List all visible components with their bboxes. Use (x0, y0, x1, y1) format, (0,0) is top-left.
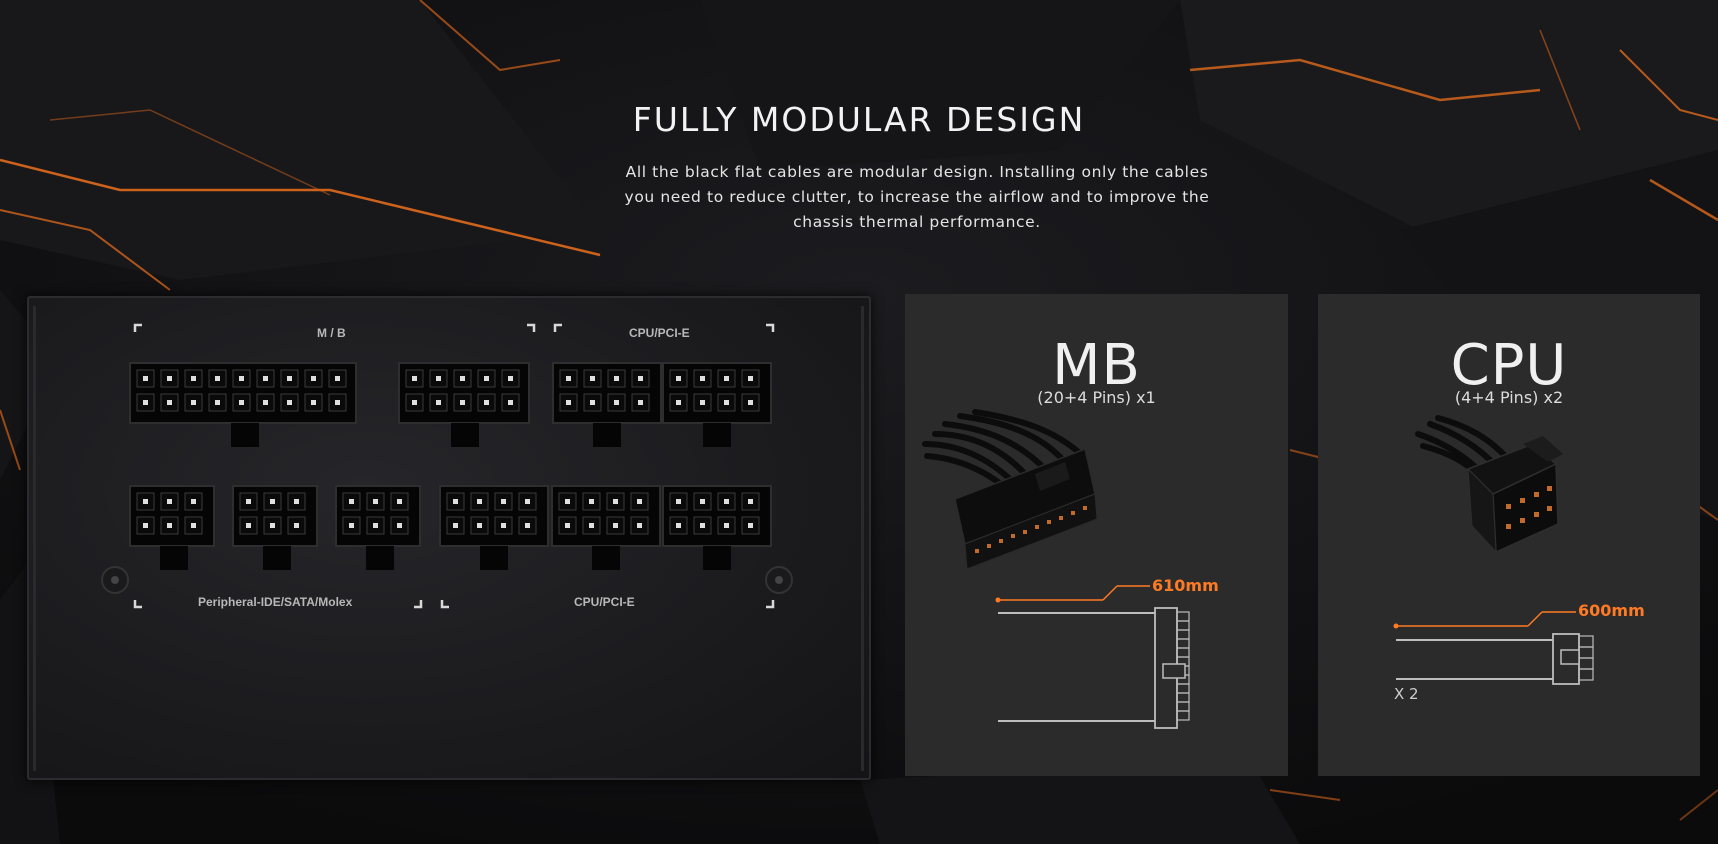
peripheral-socket-3 (335, 485, 421, 570)
mb-card-title: MB (1052, 333, 1141, 398)
mb-aux-connector-socket (398, 362, 530, 447)
cpu-pcie-bottom-label: CPU/PCI-E (574, 595, 635, 609)
psu-connectors-graphic (33, 306, 864, 771)
cpu-cable-card: CPU (4+4 Pins) x2 600mm X 2 (1318, 294, 1700, 776)
cpu-pcie-bottom-socket-3 (662, 485, 772, 570)
cpu-pcie-bottom-socket-1 (439, 485, 549, 570)
cpu-pcie-top-socket-1 (552, 362, 662, 447)
mb-card-subtitle: (20+4 Pins) x1 (1037, 388, 1156, 407)
cpu-card-subtitle: (4+4 Pins) x2 (1454, 388, 1564, 407)
mb-cable-length: 610mm (1152, 576, 1219, 595)
section-title: FULLY MODULAR DESIGN (632, 100, 1086, 139)
cpu-card-title: CPU (1450, 333, 1568, 398)
mb-cable-illustration (922, 409, 1190, 729)
psu-modular-panel: M / B CPU/PCI-E Peripheral-IDE/SATA/Mole… (27, 296, 871, 780)
peripheral-socket-2 (232, 485, 318, 570)
cpu-cable-illustration (1393, 415, 1594, 685)
peripheral-socket-1 (129, 485, 215, 570)
cpu-pcie-top-label: CPU/PCI-E (629, 326, 690, 340)
section-description: All the black flat cables are modular de… (624, 163, 1210, 231)
peripheral-label: Peripheral-IDE/SATA/Molex (198, 595, 353, 609)
mb-cable-card: MB (20+4 Pins) x1 610mm (905, 294, 1288, 776)
mb-label: M / B (317, 326, 346, 340)
cpu-cable-count: X 2 (1394, 685, 1419, 703)
mb-connector-socket (129, 362, 357, 447)
cpu-pcie-bottom-socket-2 (551, 485, 661, 570)
cpu-cable-length: 600mm (1578, 601, 1645, 620)
cpu-pcie-top-socket-2 (662, 362, 772, 447)
